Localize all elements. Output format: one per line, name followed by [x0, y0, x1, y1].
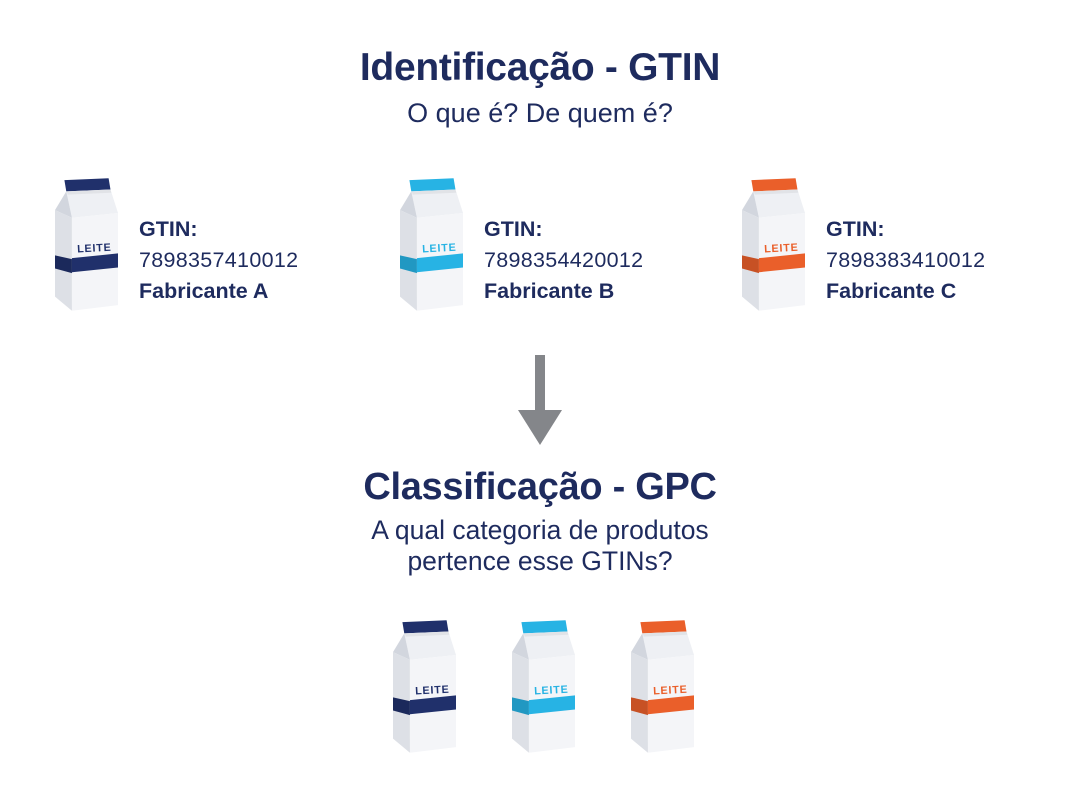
carton-cap-crease: [523, 631, 569, 637]
carton-band-front: [528, 695, 575, 715]
milk-carton-svg: LEITE: [393, 620, 456, 753]
carton-label: LEITE: [764, 242, 799, 256]
carton-band-side: [742, 255, 759, 274]
carton-band-side: [400, 255, 417, 274]
milk-carton-svg: LEITE: [400, 178, 463, 311]
carton-gable-front: [411, 189, 463, 218]
gtin-text-c: GTIN: 7898383410012 Fabricante C: [826, 170, 985, 307]
identification-header: Identificação - GTIN O que é? De quem é?: [0, 48, 1080, 129]
carton-cap: [409, 178, 456, 192]
gtin-item-c: LEITE GTIN: 7898383410012 Fabricante C: [742, 170, 985, 311]
carton-cap: [640, 620, 687, 634]
carton-band-front: [409, 695, 456, 715]
gtin-item-b: LEITE GTIN: 7898354420012 Fabricante B: [400, 170, 643, 311]
gtin-text-b: GTIN: 7898354420012 Fabricante B: [484, 170, 643, 307]
milk-carton-svg: LEITE: [631, 620, 694, 753]
carton-cap: [402, 620, 449, 634]
carton-cap: [521, 620, 568, 634]
identification-subtitle: O que é? De quem é?: [407, 98, 673, 128]
carton-gable-front: [404, 631, 456, 660]
carton-gable-side: [393, 633, 410, 660]
identification-title: Identificação - GTIN: [359, 46, 721, 89]
carton-band-front: [647, 695, 694, 715]
milk-carton-group-orange: LEITE: [631, 620, 694, 753]
gtin-value: 7898357410012: [139, 248, 299, 272]
carton-cap-crease: [753, 189, 799, 195]
gtin-label: GTIN:: [826, 217, 885, 241]
manufacturer-name: Fabricante C: [826, 279, 957, 303]
classification-subtitle: A qual categoria de produtos pertence es…: [0, 515, 1080, 577]
down-arrow-icon: [518, 355, 562, 445]
gtin-value: 7898383410012: [826, 248, 986, 272]
carton-band-side: [512, 697, 529, 716]
carton-label: LEITE: [415, 684, 450, 698]
carton-gable-front: [523, 631, 575, 660]
carton-band-side: [393, 697, 410, 716]
carton-gable-side: [400, 191, 417, 218]
carton-cap-crease: [642, 631, 688, 637]
carton-cap-crease: [411, 189, 457, 195]
carton-cap: [751, 178, 798, 192]
carton-gable-front: [753, 189, 805, 218]
manufacturer-name: Fabricante A: [139, 279, 269, 303]
carton-cap: [64, 178, 111, 192]
carton-band-front: [416, 253, 463, 273]
classification-subtitle-line1: A qual categoria de produtos: [371, 515, 709, 545]
carton-gable-front: [66, 189, 118, 218]
gtin-label: GTIN:: [139, 217, 198, 241]
milk-carton-a: LEITE: [55, 178, 118, 311]
milk-carton-svg: LEITE: [512, 620, 575, 753]
carton-gable-front: [642, 631, 694, 660]
milk-carton-group-navy: LEITE: [393, 620, 456, 753]
manufacturer-name: Fabricante B: [484, 279, 615, 303]
carton-band-side: [55, 255, 72, 274]
milk-carton-group-cyan: LEITE: [512, 620, 575, 753]
carton-label: LEITE: [653, 684, 688, 698]
classification-title: Classificação - GPC: [363, 466, 717, 508]
classification-header: Classificação - GPC A qual categoria de …: [0, 468, 1080, 577]
classification-subtitle-line2: pertence esse GTINs?: [407, 546, 673, 576]
milk-carton-svg: LEITE: [742, 178, 805, 311]
milk-carton-b: LEITE: [400, 178, 463, 311]
carton-cap-crease: [404, 631, 450, 637]
carton-band-front: [71, 253, 118, 273]
gtin-label: GTIN:: [484, 217, 543, 241]
gtin-value: 7898354420012: [484, 248, 644, 272]
milk-carton-c: LEITE: [742, 178, 805, 311]
milk-carton-svg: LEITE: [55, 178, 118, 311]
gtin-item-a: LEITE GTIN: 7898357410012 Fabricante A: [55, 170, 298, 311]
carton-band-front: [758, 253, 805, 273]
carton-cap-crease: [66, 189, 112, 195]
carton-label: LEITE: [77, 242, 112, 256]
carton-band-side: [631, 697, 648, 716]
gtin-text-a: GTIN: 7898357410012 Fabricante A: [139, 170, 298, 307]
carton-label: LEITE: [422, 242, 457, 256]
carton-label: LEITE: [534, 684, 569, 698]
